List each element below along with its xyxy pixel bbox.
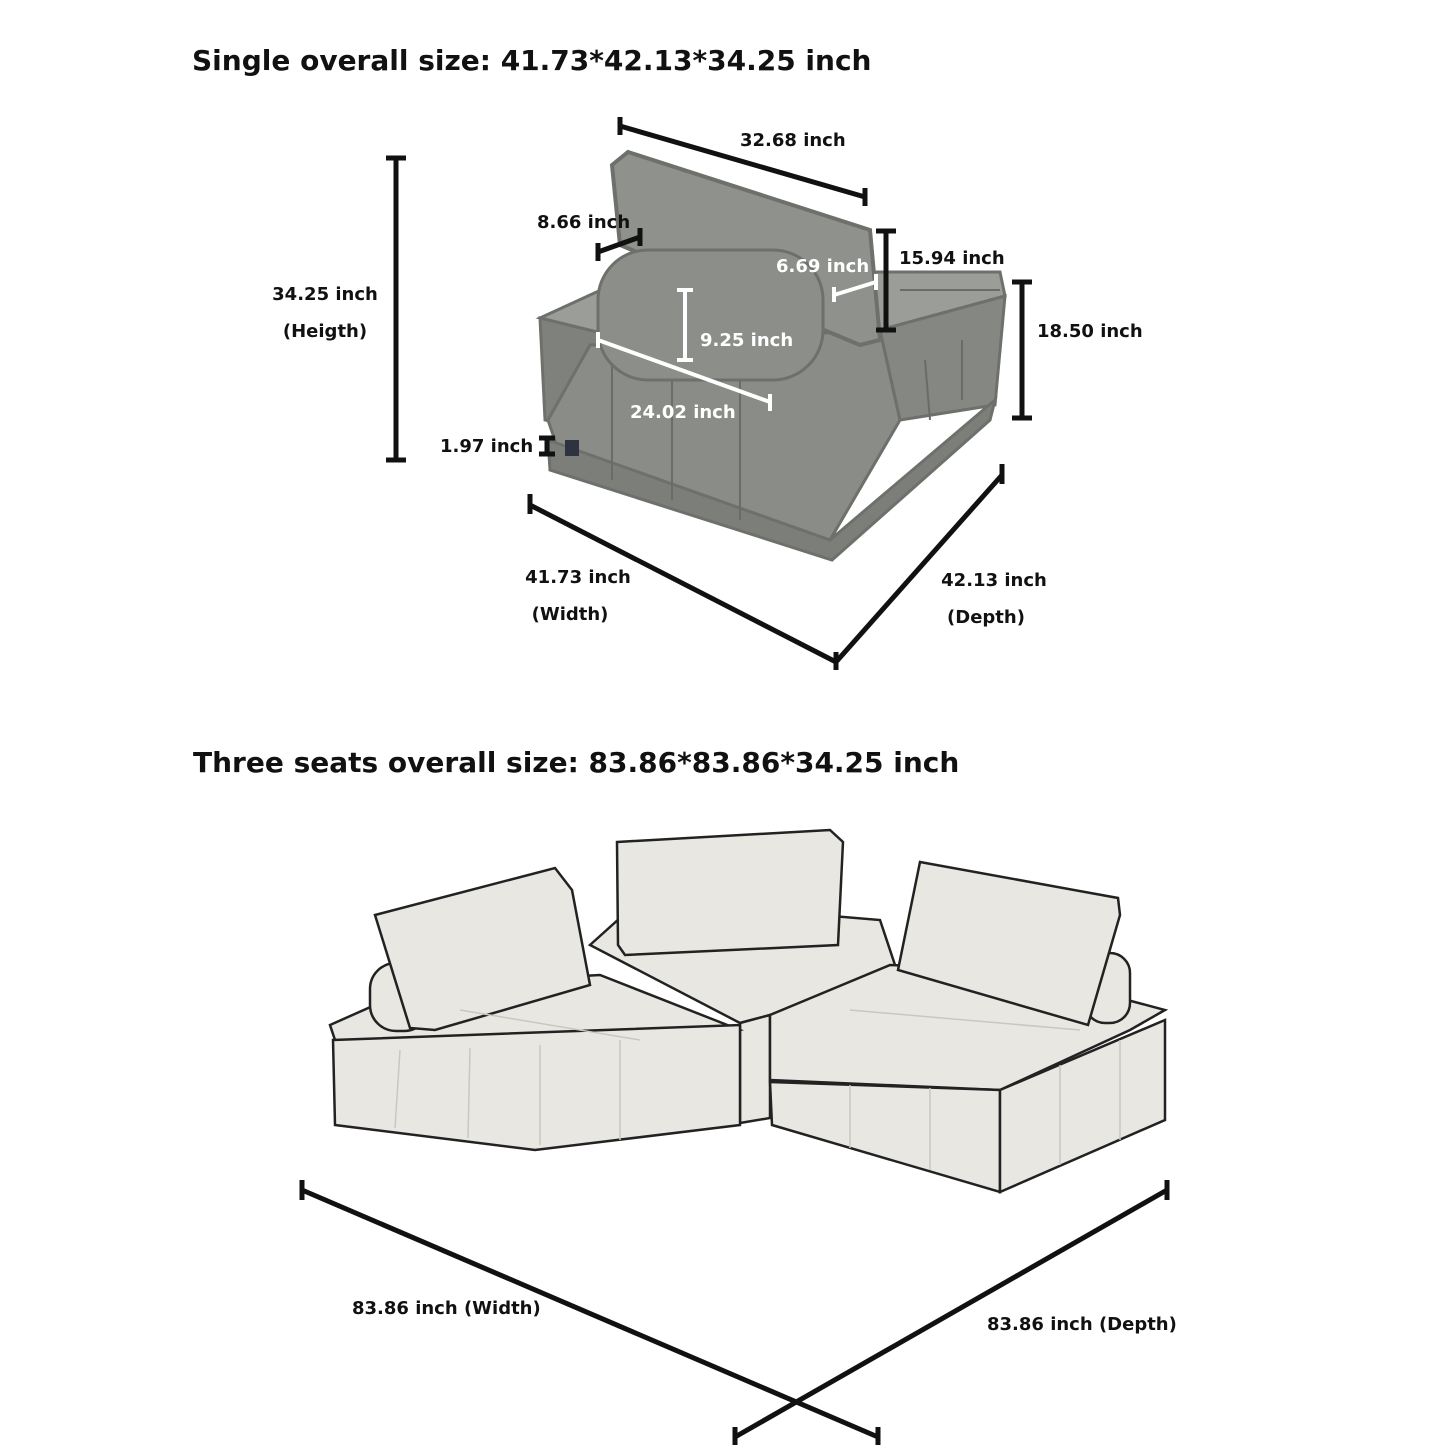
three-seats-width-label: 83.86 inch (Width) xyxy=(352,1298,541,1319)
three-seats-depth-label: 83.86 inch (Depth) xyxy=(987,1314,1177,1335)
single-dimension-lines-white xyxy=(596,274,878,411)
width-caption-label: (Width) xyxy=(531,604,609,625)
bolster-diameter-label: 9.25 inch xyxy=(700,330,794,351)
width-value-label: 41.73 inch xyxy=(525,567,631,588)
back-cushion-width-label: 32.68 inch xyxy=(740,130,846,151)
depth-caption-label: (Depth) xyxy=(947,607,1025,628)
single-size-title: Single overall size: 41.73*42.13*34.25 i… xyxy=(192,44,872,77)
three-seats-size-title: Three seats overall size: 83.86*83.86*34… xyxy=(193,746,960,779)
bolster-width-label: 24.02 inch xyxy=(630,402,736,423)
back-cushion-height-label: 15.94 inch xyxy=(899,248,1005,269)
three-seat-seams xyxy=(394,1009,1121,1170)
single-sofa-body xyxy=(535,149,1007,562)
bolster-length-label: 8.66 inch xyxy=(537,212,631,233)
height-caption-label: (Heigth) xyxy=(282,321,368,342)
three-seat-dimension-lines xyxy=(299,1180,1170,1445)
depth-value-label: 42.13 inch xyxy=(941,570,1047,591)
seat-height-label: 18.50 inch xyxy=(1037,321,1143,342)
back-cushion-thickness-label: 6.69 inch xyxy=(776,256,870,277)
height-value-label: 34.25 inch xyxy=(272,284,378,305)
three-seat-sofa-illustration xyxy=(328,828,1169,1194)
leg-height-label: 1.97 inch xyxy=(440,436,534,457)
single-dimension-lines xyxy=(386,117,1032,670)
